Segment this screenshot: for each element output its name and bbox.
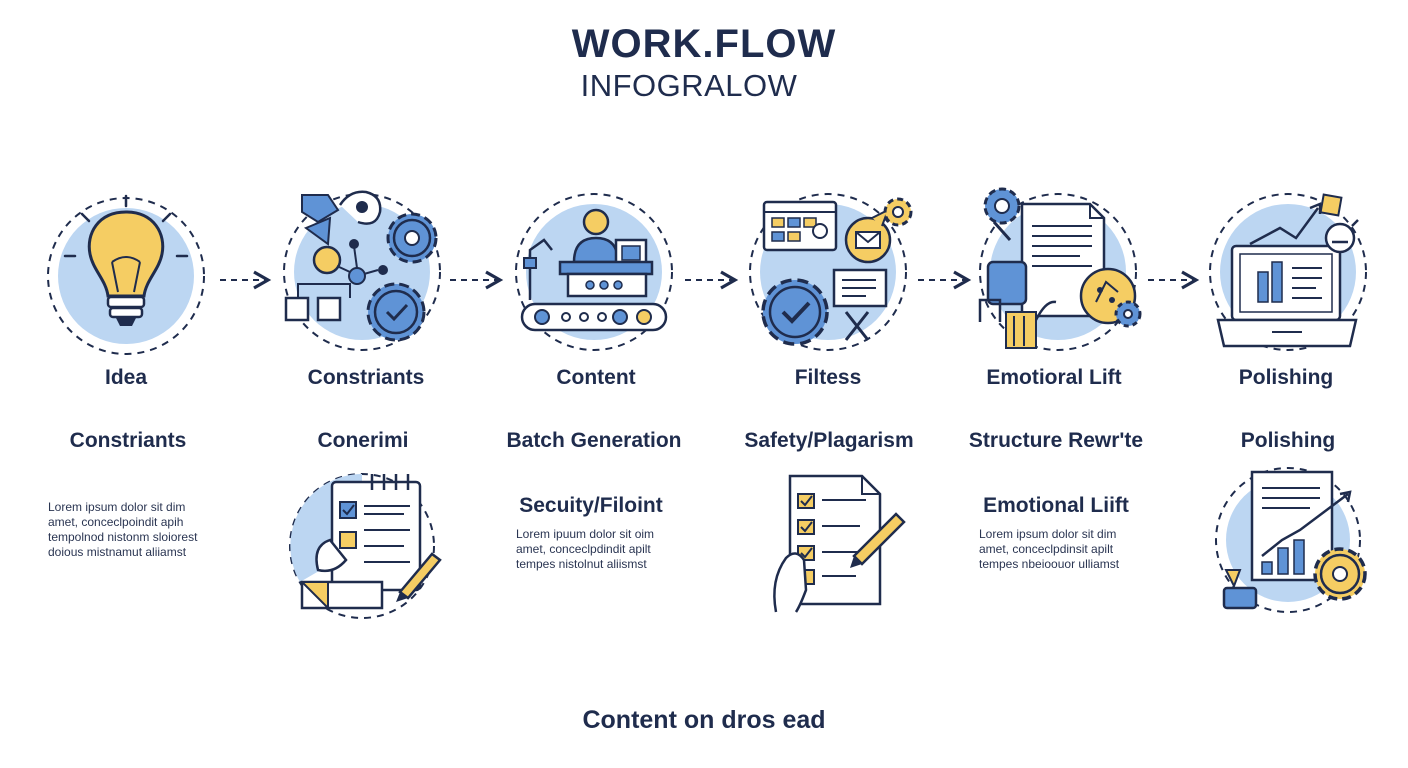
step-label-filters: Filtess: [794, 366, 862, 389]
sub-label-constraints: Constriants: [69, 429, 187, 452]
step-label-constraints: Constriants: [307, 366, 425, 389]
footer-caption: Content on dros ead: [582, 706, 826, 734]
detail-icons-row: [289, 467, 1367, 619]
step-label-polishing: Polishing: [1238, 366, 1334, 389]
report-chart-gear-icon: [1215, 467, 1367, 613]
conveyor-worker-icon: [515, 193, 673, 351]
sub-label-structure-rewrite: Structure Rewr'te: [968, 429, 1144, 452]
step-label-idea: Idea: [104, 366, 148, 389]
section-title-emotional-lift: Emotional Liift: [983, 494, 1129, 517]
description-text: Lorem ipuum dolor sit oim amet, conceclp…: [516, 527, 655, 571]
sub-label-conerimi: Conerimi: [317, 429, 409, 452]
sub-label-safety-plagarism: Safety/Plagarism: [744, 429, 914, 452]
step-label-emotional-lift: Emotioral Lift: [986, 366, 1122, 389]
description-text: Lorem ipsum dolor sit dim amet, conceclp…: [979, 527, 1120, 571]
description-text: Lorem ipsum dolor sit dim amet, conceclp…: [48, 500, 198, 559]
section-title-security: Secuity/Filoint: [519, 494, 663, 517]
sub-label-polishing: Polishing: [1240, 429, 1336, 452]
workflow-icons-row: [47, 187, 1367, 355]
lightbulb-icon: [47, 194, 205, 355]
checklist-pencil-hand-icon: [773, 474, 906, 613]
page-subtitle: INFOGRALOW: [580, 68, 798, 103]
laptop-chart-icon: [1209, 193, 1367, 351]
page-title: WORK.FLOW: [571, 22, 837, 66]
step-label-content: Content: [556, 366, 636, 389]
sub-label-batch-generation: Batch Generation: [506, 429, 682, 452]
document-gear-icon: [978, 187, 1142, 351]
checklist-notepad-hand-icon: [289, 473, 442, 619]
dashboard-gear-check-icon: [749, 193, 913, 351]
gears-network-icon: [283, 190, 441, 351]
